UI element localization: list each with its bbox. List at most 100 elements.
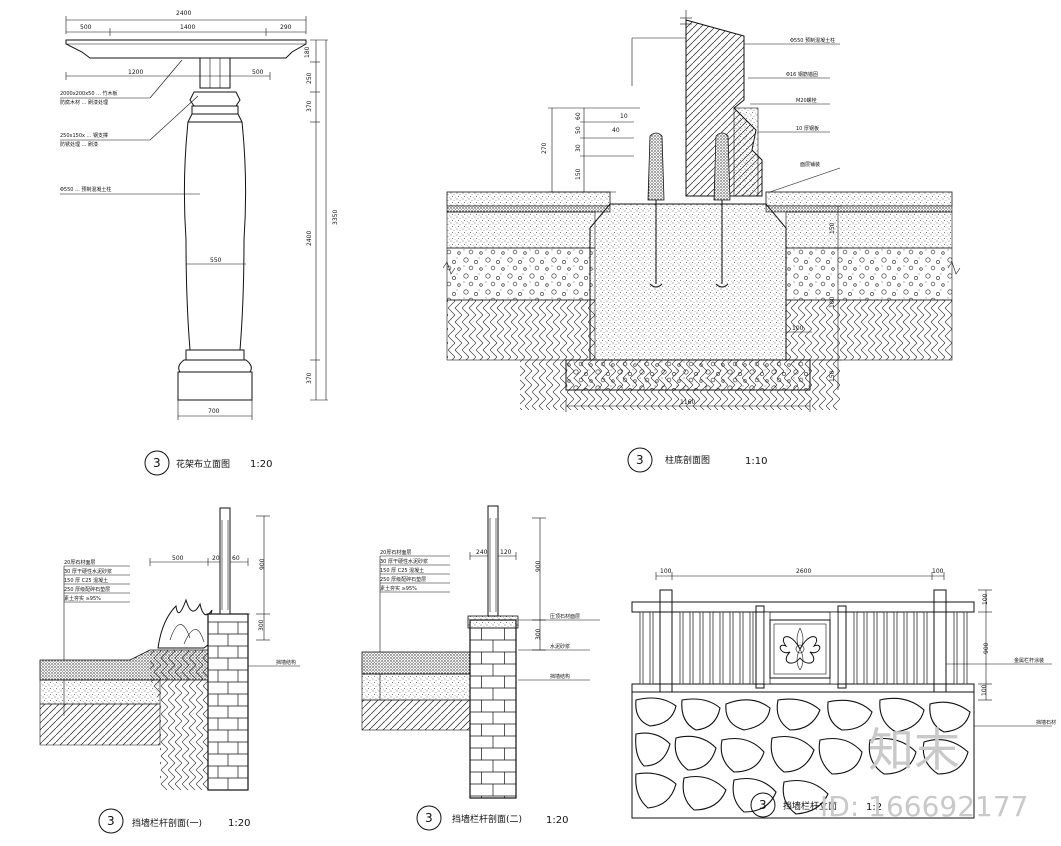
base-dim-right-b: 100 [829, 296, 836, 308]
rail-side-note-1: 金属栏杆涂装 [1014, 657, 1044, 664]
base-note-3: M20螺栓 [796, 97, 817, 104]
dim-right-2: 250 [306, 72, 313, 84]
wall2-dim-top-a: 240 [476, 549, 488, 556]
wall2-dim-right-a: 900 [535, 560, 542, 572]
wall1-side-note: 挡墙结构 [276, 659, 296, 666]
brick-courses [470, 627, 516, 798]
railing-pickets [639, 611, 968, 685]
drawing-number-circle [416, 805, 442, 831]
base-dim-left-a: 270 [541, 142, 548, 154]
drawing-scale: 1:10 [745, 456, 767, 467]
note-5: Φ550 ... 预制混凝土柱 [60, 186, 111, 193]
dim-top-left: 500 [80, 24, 92, 31]
base-dim-left-b: 60 [575, 112, 582, 120]
wall2-dim-right-b: 300 [535, 628, 542, 640]
dim-shaft-width: 550 [210, 257, 222, 264]
base-dim-gap-b: 40 [612, 127, 620, 134]
dim-right-total: 3350 [332, 210, 339, 225]
base-dim-gap-a: 10 [620, 113, 628, 120]
rail-dim-right-c: 100 [981, 684, 988, 696]
wall1-note-4: 250 厚级配碎石垫层 [64, 586, 110, 593]
column-elevation-drawing: 2400 500 1400 290 1200 500 550 [60, 10, 339, 476]
wall1-dim-right-a: 900 [259, 558, 266, 570]
drawing-number: 3 [153, 456, 161, 470]
drawing-number-circle [98, 808, 124, 834]
wall1-note-1: 20厚石材面层 [64, 559, 95, 566]
watermark-logo: 知末 [868, 723, 960, 777]
base-dim-right-c: 150 [829, 370, 836, 382]
wall2-note-5: 素土夯实 ≥95% [380, 585, 417, 592]
base-dim-offset: 100 [792, 325, 804, 332]
watermark-id: ID: 166692177 [820, 790, 1028, 823]
wall1-note-2: 30 厚干硬性水泥砂浆 [64, 568, 112, 575]
dim-right-3: 370 [306, 100, 313, 112]
drawing-number-circle [144, 450, 170, 476]
base-dim-left-c: 50 [575, 126, 582, 134]
dim-base-width: 700 [208, 408, 220, 415]
wall-railing-section-1-drawing: 20厚石材面层 30 厚干硬性水泥砂浆 150 厚 C25 混凝土 250 厚级… [39, 507, 300, 834]
wall1-dim-right-b: 300 [258, 619, 265, 631]
note-1: 2000x200x50 ... 竹木板 [60, 90, 118, 97]
drawing-title: 挡墙栏杆剖面(一) [132, 817, 202, 829]
dim-right-bottom: 370 [306, 372, 313, 384]
drawing-title: 挡墙栏杆立面 [783, 800, 837, 812]
wall2-side-note-1: 压顶石材面层 [550, 613, 580, 620]
brick-courses [208, 621, 248, 790]
wall1-dim-top-b: 200 [212, 555, 224, 562]
stone-pattern [635, 697, 971, 815]
drawing-number: 3 [636, 453, 644, 467]
base-note-4: 10 厚钢板 [796, 125, 819, 132]
dim-top-right: 290 [280, 24, 292, 31]
dim-right-main: 2400 [306, 231, 313, 246]
column-base-section-drawing: 270 60 50 30 150 10 40 150 100 150 100 1… [442, 10, 961, 473]
rail-side-note-2: 挡墙石材 [1036, 719, 1056, 726]
rail-dim-top-left: 100 [660, 568, 672, 575]
wall1-dim-top-a: 500 [172, 555, 184, 562]
wall1-note-3: 150 厚 C25 混凝土 [64, 577, 108, 584]
drawing-number: 3 [425, 811, 433, 825]
drawing-scale: 1:20 [546, 815, 568, 826]
dim-right-top: 180 [304, 46, 311, 58]
drawing-number-circle [750, 792, 776, 818]
rail-dim-top-mid: 2600 [796, 568, 811, 575]
rail-dim-right-a: 100 [982, 593, 989, 605]
wall2-note-4: 250 厚级配碎石垫层 [380, 576, 426, 583]
drawing-number: 3 [759, 798, 767, 812]
base-note-1: Φ550 预制混凝土柱 [790, 37, 835, 44]
wall2-note-3: 150 厚 C25 混凝土 [380, 567, 424, 574]
wall2-side-note-2: 水泥砂浆 [550, 643, 570, 650]
wall2-side-note-3: 挡墙结构 [550, 673, 570, 680]
base-dim-bottom: 1160 [680, 399, 695, 406]
drawing-scale: 1:20 [228, 818, 250, 829]
note-4: 防锈处理 ... 刷漆 [60, 141, 98, 148]
wall2-note-1: 20厚石材面层 [380, 549, 411, 556]
dim-second-right: 500 [252, 69, 264, 76]
drawing-title: 花架布立面图 [176, 458, 230, 470]
drawing-title: 柱底剖面图 [665, 454, 710, 466]
drawing-title: 挡墙栏杆剖面(二) [452, 813, 522, 825]
wall-railing-section-2-drawing: 20厚石材面层 30 厚干硬性水泥砂浆 150 厚 C25 混凝土 250 厚级… [361, 505, 600, 831]
wall2-dim-top-b: 120 [500, 549, 512, 556]
drawing-scale: 1:2 [866, 802, 882, 813]
wall2-note-2: 30 厚干硬性水泥砂浆 [380, 558, 428, 565]
rail-dim-right-b: 900 [983, 642, 990, 654]
rail-dim-top-right: 100 [932, 568, 944, 575]
dim-top-total: 2400 [176, 10, 191, 17]
drawing-number: 3 [107, 814, 115, 828]
wall1-note-5: 素土夯实 ≥95% [64, 595, 101, 602]
dim-second-left: 1200 [128, 69, 143, 76]
drawing-scale: 1:20 [250, 459, 272, 470]
railing-elevation-drawing: 100 2600 100 100 900 100 金属栏杆涂装 挡墙石材 [631, 568, 1056, 819]
base-dim-right-a: 150 [829, 222, 836, 234]
drawing-number-circle [627, 447, 653, 473]
base-note-5: 面层铺装 [800, 161, 820, 168]
wall1-dim-top-c: 60 [232, 555, 240, 562]
note-3: 250x150x ... 钢支撑 [60, 132, 108, 139]
note-2: 防腐木材 ... 刷漆处理 [60, 99, 108, 106]
base-dim-left-d: 30 [575, 144, 582, 152]
base-dim-left-e: 150 [575, 168, 582, 180]
watermark: 知末 ID: 166692177 [820, 723, 1028, 823]
dim-top-mid: 1400 [180, 24, 195, 31]
base-note-2: Φ16 钢筋锚固 [786, 71, 818, 78]
